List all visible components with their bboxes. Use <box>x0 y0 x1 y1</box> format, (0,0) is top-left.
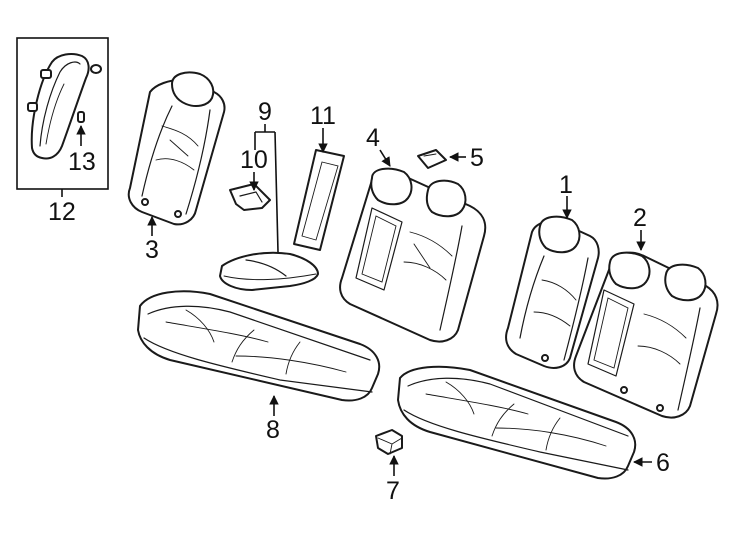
seatback-2-panel-left-inner <box>593 297 629 369</box>
callout-12: 12 <box>48 198 76 226</box>
seatback-1-seam-2 <box>563 257 589 361</box>
cushion-6-seam-4 <box>425 393 529 415</box>
leader-4 <box>379 149 391 167</box>
hook-7-detail <box>377 437 403 455</box>
seatback-4-panel-left-inner <box>361 215 397 283</box>
panel-pin <box>90 64 102 74</box>
part-5-latch-cover: 5 <box>417 144 484 172</box>
part-1-seatback-right: 1 <box>505 171 600 369</box>
seatback-1-crease-2 <box>533 311 571 327</box>
callout-11: 11 <box>310 102 336 130</box>
seatback-3-crease-1 <box>161 125 199 147</box>
cushion-6-seam-2 <box>491 403 515 437</box>
seatback-2-crease-2 <box>637 345 681 365</box>
callout-9: 9 <box>258 98 272 126</box>
cushion-6-top-edge <box>407 377 629 437</box>
seatback-2-panel-left <box>587 289 635 377</box>
callout-4: 4 <box>366 124 380 152</box>
cushion-6-front-edge <box>403 409 629 471</box>
seatback-4-seam-right <box>439 225 463 331</box>
callout-10: 10 <box>240 146 268 174</box>
cushion-6-seam-5 <box>495 427 607 447</box>
seatback-3-crease-3 <box>169 139 189 157</box>
callout-1: 1 <box>559 171 573 199</box>
cushion-8-seam-3 <box>285 341 301 375</box>
panel-inner-edge-2 <box>45 83 65 145</box>
armrest-9-body <box>219 251 319 291</box>
panel-clip-2 <box>27 102 38 112</box>
part-6-seat-cushion-right: 6 <box>397 365 670 480</box>
cushion-8-body <box>137 290 381 402</box>
headrest-3 <box>171 71 215 107</box>
seatback-1-crease-1 <box>541 279 577 301</box>
seatback-4-crease-3 <box>413 243 431 269</box>
callout-5: 5 <box>470 144 484 172</box>
part-7-hook: 7 <box>375 429 403 505</box>
panel-clip-1 <box>40 69 52 79</box>
armrest-9-edge <box>223 273 317 281</box>
part-13-clip <box>77 111 85 123</box>
seatback-2-hole-2 <box>656 404 664 412</box>
leader-9-right <box>274 131 279 253</box>
hook-7-body <box>375 429 403 455</box>
cushion-6-seam-1 <box>445 381 475 415</box>
cushion-8-seam-4 <box>165 321 269 343</box>
seatback-4-crease-1 <box>409 231 453 257</box>
callout-7: 7 <box>386 477 400 505</box>
seatback-3-crease-2 <box>155 158 195 171</box>
side-bolster-panel <box>30 53 90 160</box>
bracket-10-detail <box>239 191 263 203</box>
headrest-1 <box>538 215 581 254</box>
part-9-armrest: 9 <box>219 98 319 291</box>
callout-6: 6 <box>656 449 670 477</box>
seatback-3-seam-1 <box>141 105 173 197</box>
seatback-2-crease-1 <box>643 313 687 339</box>
seatback-1-hole <box>541 354 549 362</box>
panel-inner-edge <box>39 61 81 147</box>
part-8-seat-cushion-left: 8 <box>137 290 381 444</box>
strip-11-body <box>293 149 345 251</box>
cushion-6-body <box>397 365 637 480</box>
latch-5-detail <box>423 153 437 157</box>
seatback-2-hole-1 <box>620 386 628 394</box>
part-3-seatback-left: 3 <box>127 71 226 264</box>
part-4-seatback-center: 4 <box>339 124 487 343</box>
callout-8: 8 <box>266 416 280 444</box>
cushion-6-seam-3 <box>545 417 561 451</box>
part-10-bracket: 10 <box>229 146 271 211</box>
seatback-4-panel-left <box>355 207 403 291</box>
cushion-8-seam-2 <box>231 329 255 363</box>
bracket-10-body <box>229 183 271 211</box>
part-11-trim-strip: 11 <box>293 102 345 251</box>
strip-11-inner <box>301 161 339 241</box>
seatback-3-hole-2 <box>174 210 182 218</box>
headrest-4b <box>425 179 467 218</box>
seatback-2-seam-right <box>677 307 701 411</box>
callout-13: 13 <box>68 148 96 176</box>
seatback-4-crease-2 <box>403 261 447 281</box>
cushion-8-top-edge <box>147 305 371 361</box>
seatback-3-seam-2 <box>185 109 211 215</box>
seatback-3-hole-1 <box>141 198 149 206</box>
armrest-9-lid <box>245 259 287 277</box>
cushion-8-seam-1 <box>185 309 215 343</box>
headrest-2a <box>608 251 651 290</box>
headrest-4a <box>370 167 413 206</box>
cushion-8-front-edge <box>143 337 373 393</box>
latch-5-body <box>417 149 447 169</box>
part-2-seatback-far-right: 2 <box>573 204 719 419</box>
seatback-1-seam-1 <box>519 255 545 339</box>
callout-3: 3 <box>145 236 159 264</box>
cushion-8-seam-5 <box>235 355 347 373</box>
callout-2: 2 <box>633 204 647 232</box>
headrest-2b <box>664 263 707 302</box>
inset-panel-group: 13 12 <box>16 37 109 226</box>
